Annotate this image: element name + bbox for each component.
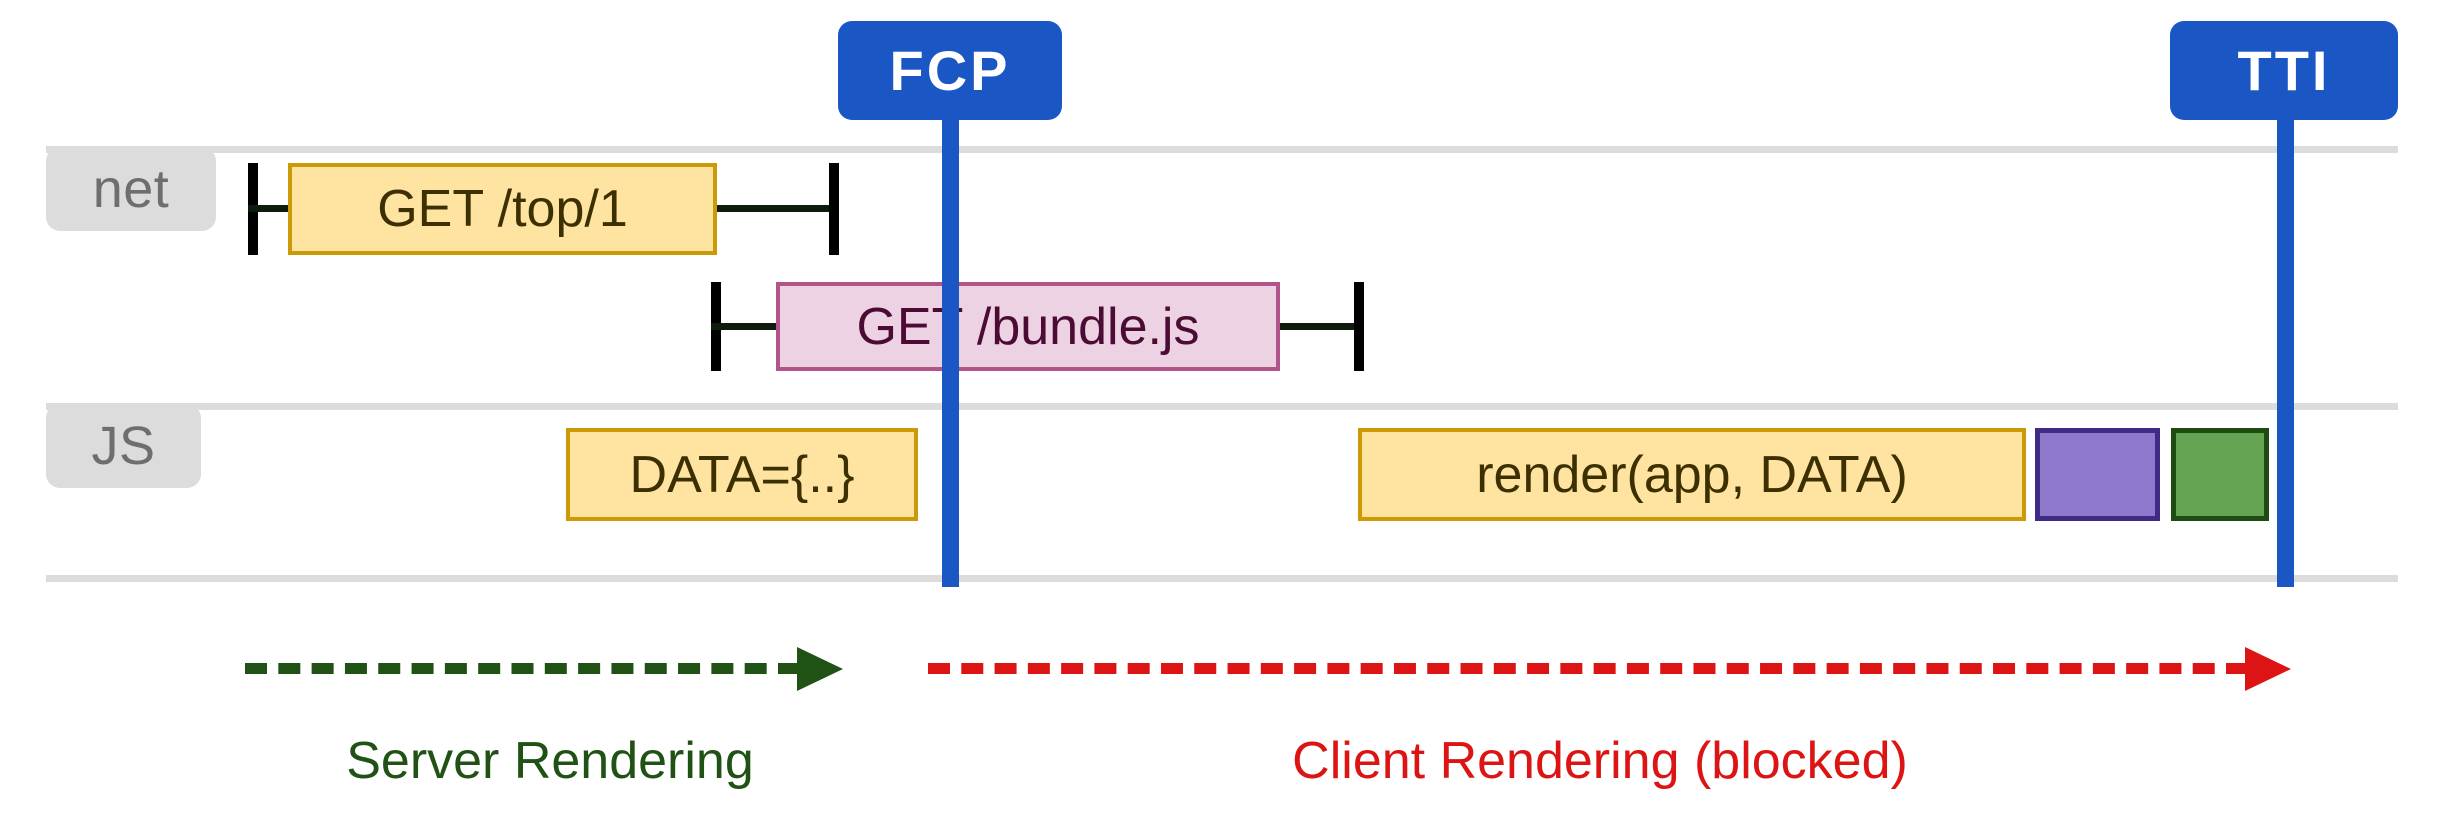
lane-label-js: JS <box>46 404 201 488</box>
get-bundle-whisker-end-arm <box>1275 323 1361 330</box>
server-phase-arrow-head <box>797 647 843 691</box>
fcp-marker-line <box>942 110 959 587</box>
lane-label-net: net <box>46 147 216 231</box>
server-phase-arrow-line <box>245 663 800 674</box>
client-phase-label: Client Rendering (blocked) <box>1292 732 1908 790</box>
get-top-whisker-end-arm <box>712 205 836 212</box>
bar-paint[interactable] <box>2171 428 2269 521</box>
server-phase-label: Server Rendering <box>346 732 754 790</box>
bar-get-top[interactable]: GET /top/1 <box>288 163 717 255</box>
get-top-whisker-start-arm <box>248 205 296 212</box>
lane-separator-net-top <box>46 146 2398 153</box>
bar-data-payload[interactable]: DATA={..} <box>566 428 918 521</box>
tti-marker-line <box>2277 110 2294 587</box>
client-phase-arrow-head <box>2245 647 2291 691</box>
bar-get-bundle[interactable]: GET /bundle.js <box>776 282 1280 371</box>
bar-render-app[interactable]: render(app, DATA) <box>1358 428 2026 521</box>
fcp-badge: FCP <box>838 21 1062 120</box>
lane-separator-js-top <box>46 403 2398 410</box>
get-bundle-whisker-start-arm <box>711 323 783 330</box>
lane-separator-js-bottom <box>46 575 2398 582</box>
tti-badge: TTI <box>2170 21 2398 120</box>
get-top-whisker-end-cap <box>829 163 839 255</box>
get-bundle-whisker-end-cap <box>1354 282 1364 371</box>
bar-hydrate[interactable] <box>2035 428 2160 521</box>
client-phase-arrow-line <box>928 663 2248 674</box>
